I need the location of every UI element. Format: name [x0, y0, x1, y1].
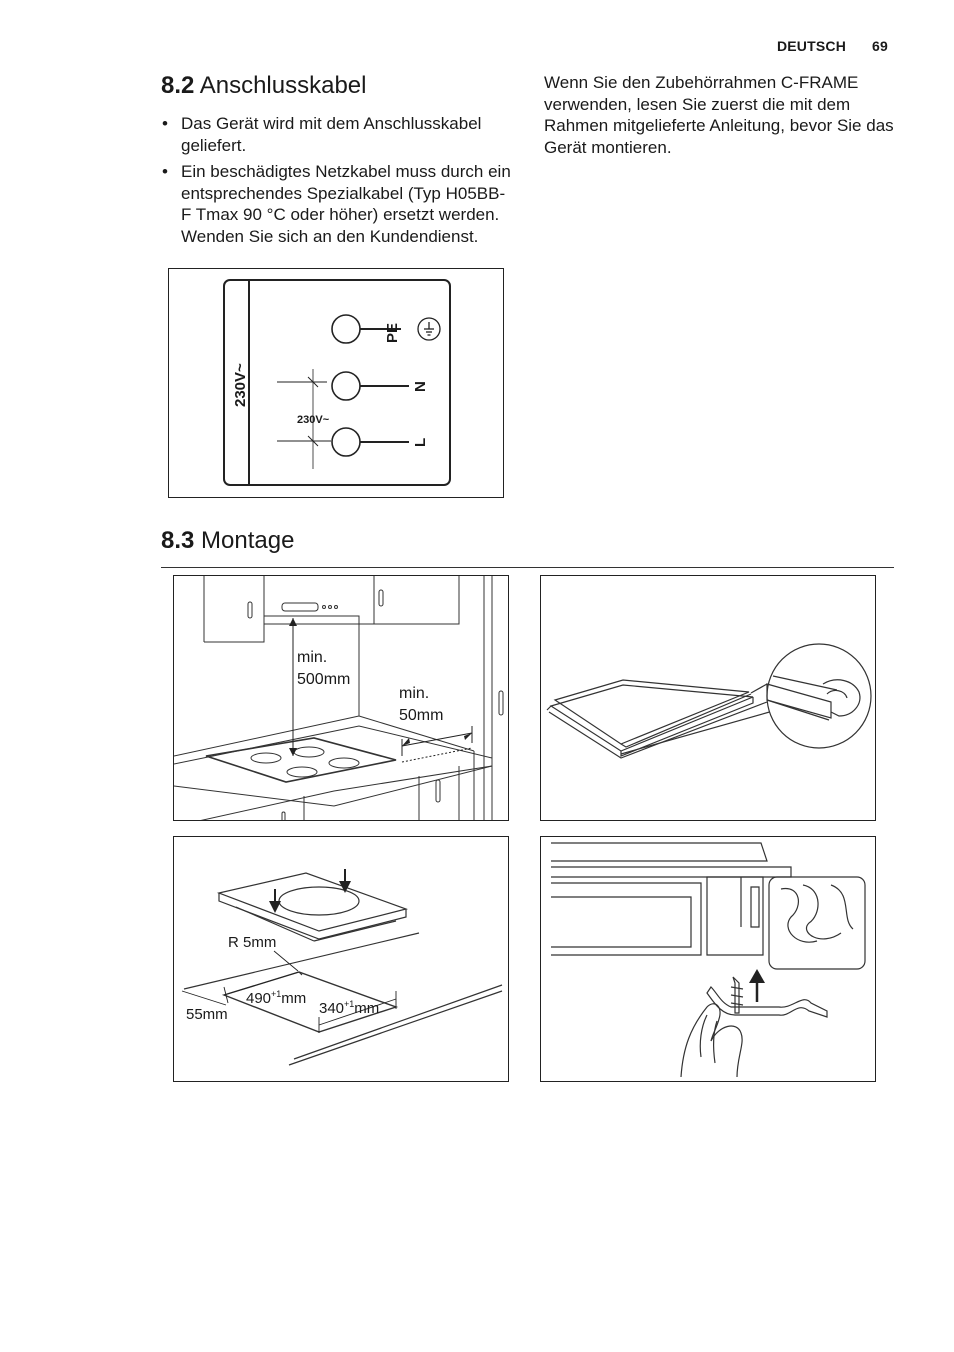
terminal-l	[331, 427, 361, 457]
header-language: DEUTSCH	[776, 38, 847, 54]
cutout-width-unit: mm	[281, 990, 306, 1007]
cutout-depth-tolerance: +1	[344, 999, 354, 1009]
section-8-2-bullets: Das Gerät wird mit dem Anschlusska­bel g…	[160, 113, 512, 252]
cutout-edge-label: 55mm	[186, 1006, 228, 1023]
seal-figure-svg	[546, 643, 872, 759]
earth-icon	[417, 317, 441, 341]
cutout-radius-label: R 5mm	[228, 934, 276, 951]
voltage-vertical-label: 230V~	[232, 363, 249, 407]
terminal-n	[331, 371, 361, 401]
cutout-depth-base: 340	[319, 1000, 344, 1017]
section-divider	[161, 567, 894, 568]
section-8-2-title: Anschlusskabel	[199, 72, 367, 99]
seal-figure	[540, 575, 876, 821]
voltage-small-label: 230V~	[297, 414, 330, 426]
section-8-2-number: 8.2	[161, 72, 195, 99]
wiring-diagram-svg: 230V~ PE N L 230V~	[223, 279, 451, 486]
clearance-side-label-1: min.	[399, 685, 429, 702]
cutout-depth-unit: mm	[354, 1000, 379, 1017]
section-8-3-heading: 8.3 Montage	[161, 527, 294, 555]
cutout-figure: R 5mm 490+1mm 340+1mm 55mm	[173, 836, 509, 1082]
bracket-figure	[540, 836, 876, 1082]
clearance-side-label-2: 50mm	[399, 707, 443, 724]
bracket-figure-svg	[551, 842, 866, 1078]
clearance-top-label-2: 500mm	[297, 671, 350, 688]
bullet-item: Das Gerät wird mit dem Anschlusska­bel g…	[160, 113, 512, 156]
cutout-figure-svg: R 5mm 490+1mm 340+1mm 55mm	[181, 869, 503, 1066]
terminal-pe-label: PE	[384, 323, 401, 343]
terminal-pe	[331, 314, 361, 344]
cutout-depth-label: 340+1mm	[319, 999, 379, 1017]
bullet-item: Ein beschädigtes Netzkabel muss durch ei…	[160, 161, 512, 247]
clearance-figure: min. 500mm min. 50mm	[173, 575, 509, 821]
clearance-figure-svg: min. 500mm min. 50mm	[174, 576, 504, 820]
section-8-2-heading: 8.2 Anschlusskabel	[161, 72, 366, 100]
cutout-width-tolerance: +1	[271, 989, 281, 999]
section-8-3-title: Montage	[201, 527, 295, 554]
c-frame-note: Wenn Sie den Zubehörrahmen C-FRAME verwe…	[544, 73, 894, 157]
section-8-3-number: 8.3	[161, 527, 195, 554]
page-header: DEUTSCH 69	[777, 38, 888, 54]
clearance-top-label-1: min.	[297, 649, 327, 666]
wiring-diagram: 230V~ PE N L 230V~	[168, 268, 504, 498]
cutout-width-label: 490+1mm	[246, 989, 306, 1007]
terminal-l-label: L	[412, 438, 429, 447]
terminal-block-outline	[223, 279, 451, 486]
terminal-n-label: N	[412, 381, 429, 392]
cutout-width-base: 490	[246, 990, 271, 1007]
header-page-number: 69	[872, 38, 888, 54]
